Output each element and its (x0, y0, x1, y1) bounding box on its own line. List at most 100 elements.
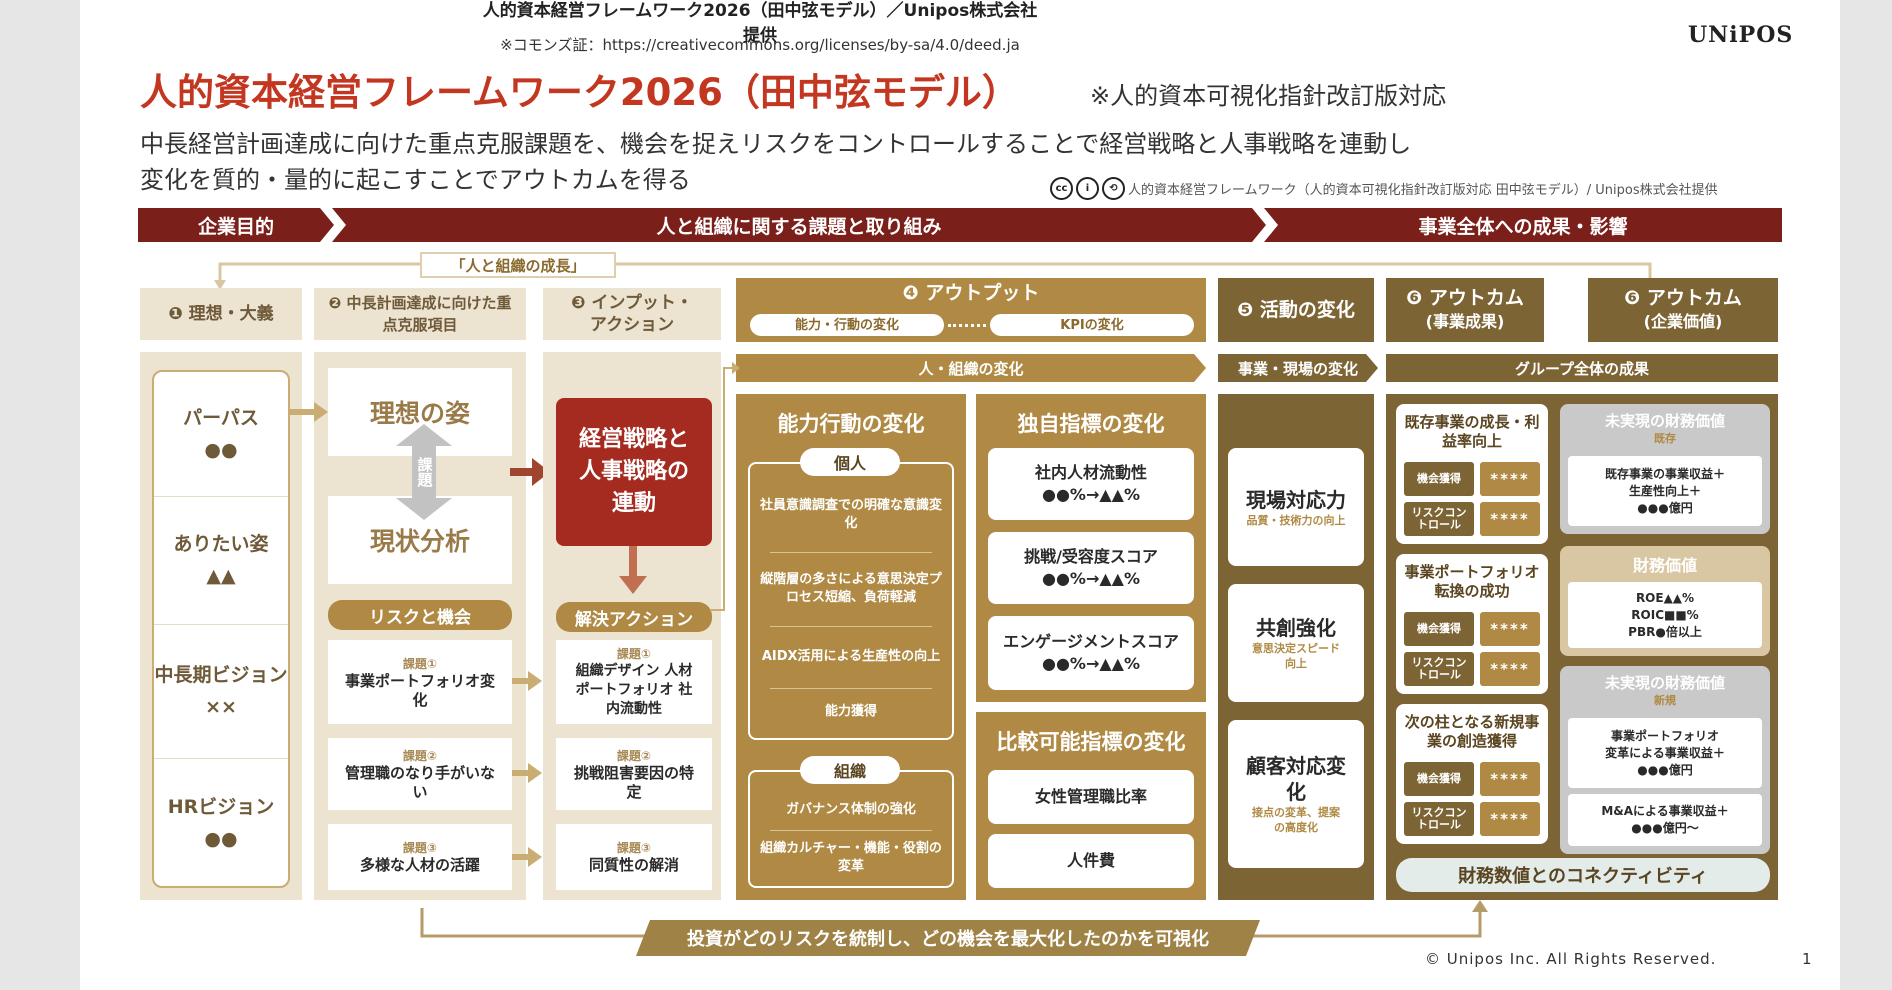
divider (770, 552, 932, 553)
header-license-link[interactable]: ※コモンズ証：https://creativecommons.org/licen… (500, 35, 1020, 54)
hr-vision-item: HRビジョン ●● (154, 760, 288, 886)
subtitle-line2: 変化を質的・量的に起こすことでアウトカムを得る (140, 166, 691, 194)
action-tag-3: 課題③ (616, 841, 652, 855)
issue-text-1: 事業ポートフォリオ変化 (344, 671, 495, 709)
issue-label: 課題 (415, 457, 434, 487)
outcome-title-1: 既存事業の成長・利益率向上 (1404, 413, 1540, 450)
subbar-group: グループ全体の成果 (1386, 354, 1778, 382)
kpi-card-3: エンゲージメントスコア ●●%→▲▲% (988, 616, 1194, 690)
cc-text: 人的資本経営フレームワーク（人的資本可視化指針改訂版対応 田中弦モデル）/ Un… (1128, 182, 1718, 198)
unrealized-existing-card: 未実現の財務価値 既存 既存事業の事業収益＋ 生産性向上＋ ●●●億円 (1560, 404, 1770, 534)
band-corporate-purpose: 企業目的 (138, 208, 334, 242)
connector-line (710, 362, 740, 611)
title-note: ※人的資本可視化指針改訂版対応 (1090, 82, 1447, 110)
outcome-group-1: 既存事業の成長・利益率向上 機会獲得 **** リスクコントロール **** (1396, 404, 1548, 544)
unrealized-new-card: 未実現の財務価値 新規 事業ポートフォリオ 変革による事業収益＋ ●●●億円 M… (1560, 666, 1770, 854)
hr-vision-value: ●● (204, 828, 238, 850)
subbar-people-org: 人・組織の変化 (736, 354, 1206, 382)
unrealized-existing-line-2: 生産性向上＋ (1628, 483, 1701, 498)
activity-sub-3: 接点の変革、提案の高度化 (1252, 806, 1340, 834)
page-number: 1 (1802, 950, 1813, 968)
issue-card-1: 課題① 事業ポートフォリオ変化 (328, 640, 512, 724)
hr-vision-label: HRビジョン (167, 796, 275, 818)
outcome-business-sub: (事業成果) (1425, 312, 1505, 331)
unrealized-existing-body: 既存事業の事業収益＋ 生産性向上＋ ●●●億円 (1568, 456, 1762, 526)
individual-item-2: 縦階層の多さによる意思決定プロセス短縮、負荷軽減 (760, 572, 942, 605)
opportunity-tag: 機会獲得 (1404, 762, 1474, 796)
outcome-group-3: 次の柱となる新規事業の創造獲得 機会獲得 **** リスクコントロール **** (1396, 704, 1548, 844)
activity-sub-1: 品質・技術力の向上 (1246, 513, 1346, 527)
arrow-right-icon (290, 402, 328, 422)
unrealized-existing-title: 未実現の財務価値 (1604, 412, 1725, 430)
pill-kpi-change: KPIの変化 (990, 314, 1194, 336)
sa-icon: ⟲ (1102, 176, 1125, 200)
action-card-3: 課題③ 同質性の解消 (556, 824, 712, 890)
unrealized-existing-tag: 既存 (1654, 432, 1676, 445)
risk-stars: **** (1480, 652, 1540, 686)
pill-ability-change: 能力・行動の変化 (750, 314, 944, 336)
aspiration-label: ありたい姿 (173, 533, 269, 555)
unipos-logo: UNiPOS (1688, 22, 1794, 48)
col-header-outcome-business: ❻ アウトカム (事業成果) (1386, 278, 1544, 342)
arrow-down-icon (619, 546, 647, 594)
unrealized-existing-line-1: 既存事業の事業収益＋ (1604, 466, 1725, 481)
outcome-title-3: 次の柱となる新規事業の創造獲得 (1404, 713, 1540, 750)
kpi-card-2: 挑戦/受容度スコア ●●%→▲▲% (988, 532, 1194, 604)
personnel-cost: 人件費 (988, 834, 1194, 888)
issue-text-2: 管理職のなり手がいない (344, 763, 495, 801)
individual-item-1: 社員意識調査での明確な意識変化 (760, 498, 943, 531)
roe-line: ROE▲▲% (1635, 590, 1695, 605)
ability-change-panel (736, 394, 966, 900)
ma-revenue-body: M&Aによる事業収益＋ ●●●億円〜 (1568, 794, 1762, 846)
activity-card-3: 顧客対応変化 接点の変革、提案の高度化 (1228, 720, 1364, 868)
col-header-input: ❸ インプット・アクション (543, 288, 721, 340)
col-header-output-title: ❹ アウトプット (902, 281, 1040, 304)
individual-item-3: AIDX活用による生産性の向上 (761, 649, 941, 664)
outcome-value-sub: (企業価値) (1643, 312, 1723, 331)
col-header-priority: ❷ 中長計画達成に向けた重点克服項目 (314, 288, 526, 340)
activity-name-3: 顧客対応変化 (1246, 754, 1346, 804)
col-header-ideal: ❶ 理想・大義 (140, 288, 302, 340)
unrealized-new-body: 事業ポートフォリオ 変革による事業収益＋ ●●●億円 (1568, 718, 1762, 788)
opportunity-stars: **** (1480, 612, 1540, 646)
action-card-2: 課題② 挑戦阻害要因の特定 (556, 738, 712, 810)
risk-stars: **** (1480, 802, 1540, 836)
connectivity-pill: 財務数値とのコネクティビティ (1396, 858, 1770, 892)
action-tag-2: 課題② (616, 748, 652, 763)
unrealized-existing-header: 未実現の財務価値 既存 (1560, 410, 1770, 450)
col1-list: パーパス ●● ありたい姿 ▲▲ 中長期ビジョン ×× HRビジョン ●● (152, 370, 290, 888)
issue-tag-3: 課題③ (402, 841, 438, 855)
purpose-item: パーパス ●● (154, 372, 288, 496)
subbar-business: 事業・現場の変化 (1218, 354, 1378, 382)
individual-item-4: 能力獲得 (824, 704, 877, 719)
midterm-vision-value: ×× (205, 696, 237, 718)
arrow-right-icon (512, 671, 542, 691)
unrealized-new-line-1: 事業ポートフォリオ (1610, 728, 1719, 743)
cc-attribution: cc i ⟲ 人的資本経営フレームワーク（人的資本可視化指針改訂版対応 田中弦モ… (1050, 176, 1718, 200)
cc-icon: cc (1050, 176, 1073, 200)
subtitle-line1: 中長経営計画達成に向けた重点克服課題を、機会を捉えリスクをコントロールすることで… (140, 130, 1412, 158)
unrealized-new-line-2: 変革による事業収益＋ (1605, 745, 1725, 760)
copyright: © Unipos Inc. All Rights Reserved. (1425, 950, 1717, 968)
org-label: 組織 (800, 756, 900, 784)
activity-card-1: 現場対応力 品質・技術力の向上 (1228, 448, 1364, 566)
midterm-vision-item: 中長期ビジョン ×× (154, 626, 288, 756)
unrealized-existing-line-3: ●●●億円 (1637, 500, 1693, 515)
header-line1: 人的資本経営フレームワーク2026（田中弦モデル）／Unipos株式会社提供 (482, 1, 1038, 46)
outcome-business-title: ❻ アウトカム (1406, 287, 1524, 309)
col-header-activity: ❺ 活動の変化 (1218, 278, 1374, 342)
risk-control-tag: リスクコントロール (1404, 802, 1474, 836)
risk-control-tag: リスクコントロール (1404, 502, 1474, 536)
kpi-value-1: ●●%→▲▲% (1042, 485, 1140, 504)
outcome-title-2: 事業ポートフォリオ転換の成功 (1404, 563, 1540, 600)
risk-stars: **** (1480, 502, 1540, 536)
aspiration-item: ありたい姿 ▲▲ (154, 498, 288, 622)
slide: 人的資本経営フレームワーク2026（田中弦モデル）／Unipos株式会社提供 ※… (80, 0, 1840, 990)
financial-value-card: 財務価値 ROE▲▲% ROIC■■% PBR●倍以上 (1560, 546, 1770, 656)
action-text-3: 同質性の解消 (588, 856, 679, 874)
unrealized-new-title: 未実現の財務価値 (1604, 674, 1725, 692)
action-tag-1: 課題① (616, 647, 652, 661)
page-title: 人的資本経営フレームワーク2026（田中弦モデル） (140, 71, 1019, 114)
opportunity-stars: **** (1480, 762, 1540, 796)
divider (770, 626, 932, 627)
